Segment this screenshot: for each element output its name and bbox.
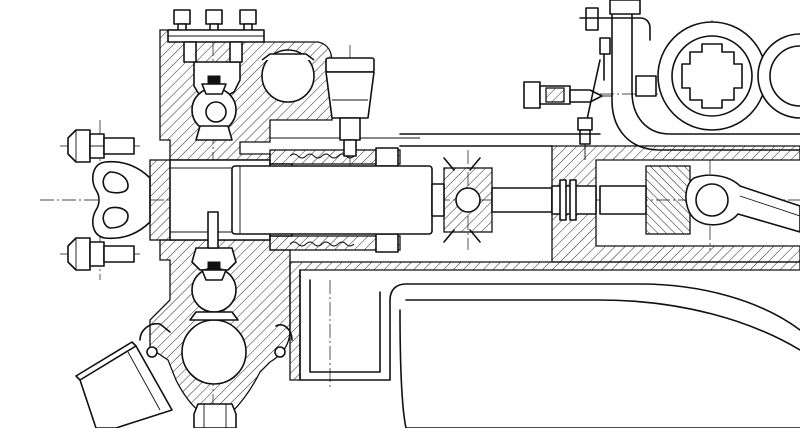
drain-plug <box>193 403 237 428</box>
crosshead-guide <box>551 145 800 263</box>
top-studs <box>167 9 265 63</box>
oil-cup <box>325 57 375 157</box>
connecting-rod <box>685 174 800 233</box>
indicator-stem <box>577 7 651 160</box>
upper-valve-parts <box>201 75 227 123</box>
upper-guide-rail <box>399 133 601 147</box>
lower-left-bolt <box>67 237 135 271</box>
relief-valve <box>523 81 612 109</box>
crosshead-coupling <box>431 157 553 243</box>
lower-valve-parts <box>201 211 227 281</box>
plunger <box>231 165 433 235</box>
rocker-bracket <box>91 159 173 241</box>
upper-left-bolt <box>67 129 135 163</box>
frame-casting <box>289 261 800 428</box>
gear-train <box>609 0 800 151</box>
suction-inlet-pipe <box>75 341 173 428</box>
